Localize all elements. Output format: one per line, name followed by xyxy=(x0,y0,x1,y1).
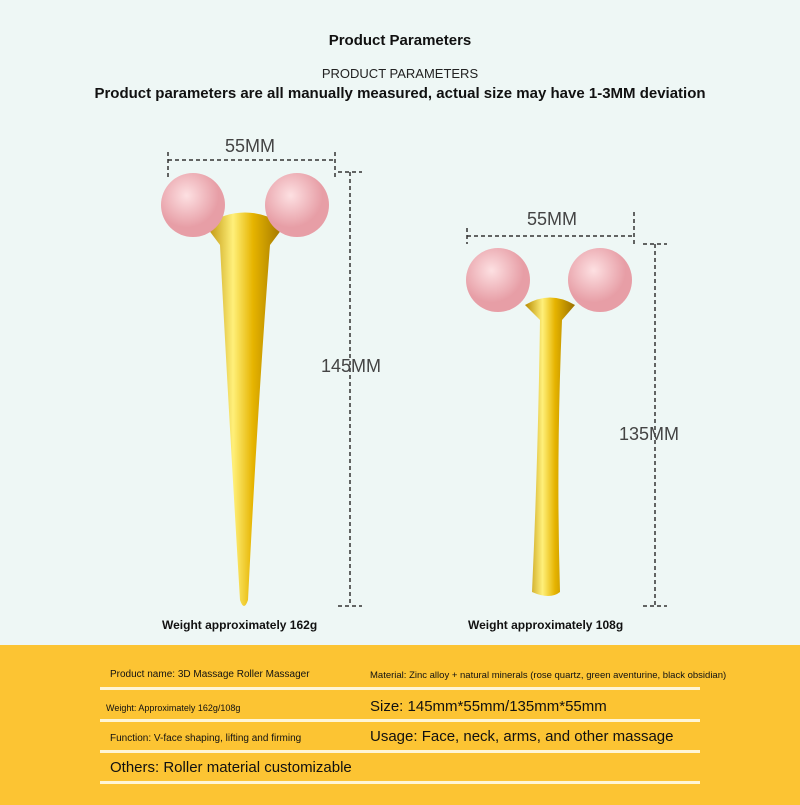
spec-name: Product name: 3D Massage Roller Massager xyxy=(110,669,310,680)
right-width-label: 55MM xyxy=(527,209,578,229)
page-title: Product Parameters xyxy=(328,32,472,49)
divider xyxy=(100,719,700,722)
page-subtitle: PRODUCT PARAMETERS xyxy=(321,66,479,81)
divider xyxy=(100,750,700,753)
left-width-label: 55MM xyxy=(225,136,276,156)
left-height-label: 145MM xyxy=(321,356,382,376)
spec-material: Material: Zinc alloy + natural minerals … xyxy=(370,670,727,681)
divider xyxy=(100,687,700,690)
spec-size: Size: 145mm*55mm/135mm*55mm xyxy=(370,698,607,715)
product-illustration xyxy=(161,152,667,607)
divider xyxy=(100,781,700,784)
spec-others: Others: Roller material customizable xyxy=(110,759,352,776)
small-roller xyxy=(466,248,632,596)
spec-usage: Usage: Face, neck, arms, and other massa… xyxy=(370,728,674,745)
large-roller xyxy=(161,173,329,606)
spec-function: Function: V-face shaping, lifting and fi… xyxy=(110,733,302,744)
left-weight-label: Weight approximately 162g xyxy=(162,618,318,632)
right-weight-label: Weight approximately 108g xyxy=(468,618,624,632)
measurement-note: Product parameters are all manually meas… xyxy=(94,85,706,102)
spec-weight: Weight: Approximately 162g/108g xyxy=(106,703,241,713)
right-height-label: 135MM xyxy=(619,424,680,444)
dimension-lines xyxy=(167,152,667,607)
specs-band xyxy=(0,645,800,805)
